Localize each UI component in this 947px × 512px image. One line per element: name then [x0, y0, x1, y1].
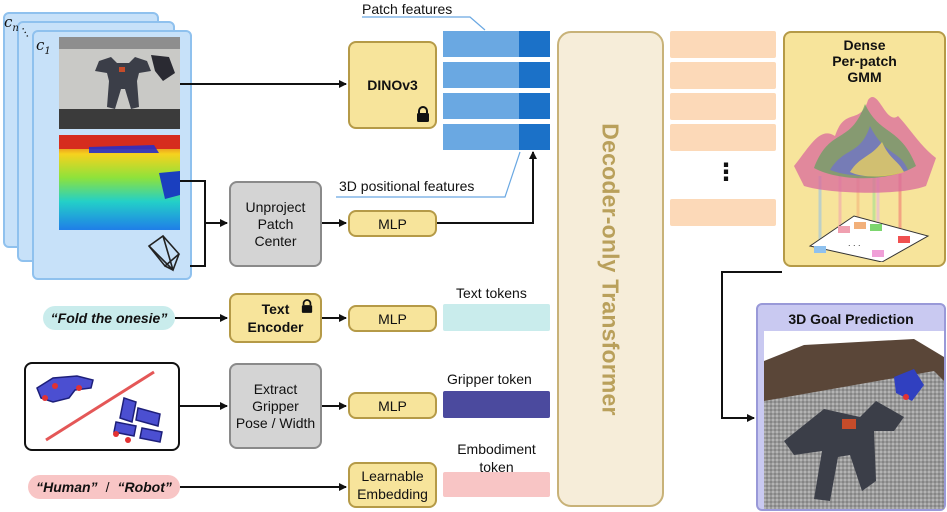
divider-line [45, 370, 155, 442]
mlp-label: MLP [378, 397, 407, 414]
learnable-line-1: Learnable [361, 468, 424, 484]
dino-label: DINOv3 [367, 77, 418, 93]
svg-text:. . .: . . . [848, 238, 861, 248]
robot-gripper-icon [113, 397, 163, 443]
camera-label-c1: c1 [36, 36, 51, 57]
embodiment-robot: “Robot” [117, 479, 172, 495]
gripper-token [443, 391, 550, 418]
text-encoder-box: Text Encoder [229, 293, 322, 343]
embodiment-token-label: Embodiment token [443, 440, 550, 476]
gmm-title-line-2: Per-patch [832, 53, 897, 69]
text-encoder-line-2: Encoder [247, 319, 304, 335]
learnable-line-2: Embedding [357, 486, 428, 502]
embodiment-token-line-1: Embodiment [457, 441, 536, 457]
patch-feature-2 [443, 62, 519, 88]
output-token-5 [670, 199, 776, 226]
embodiment-token-line-2: token [479, 459, 514, 475]
gmm-title-line-1: Dense [843, 37, 886, 53]
unproject-line-1: Unproject [245, 198, 306, 215]
c1-sub: 1 [44, 46, 51, 57]
output-token-3 [670, 93, 776, 120]
rgb-image [59, 37, 180, 129]
lock-icon [417, 106, 429, 122]
patch-position-1 [519, 31, 550, 57]
text-prompt-pill: “Fold the onesie” [43, 306, 175, 330]
transformer-label: Decoder-only Transformer [598, 122, 625, 416]
camera-label-cn: cn [4, 13, 19, 34]
mlp-label: MLP [378, 310, 407, 327]
extract-line-2: Gripper [252, 397, 299, 414]
gmm-title-line-3: GMM [847, 69, 882, 85]
gripper-hand-icon [36, 375, 94, 403]
positional-features-label: 3D positional features [339, 178, 475, 194]
unproject-box: Unproject Patch Center [229, 181, 322, 267]
mlp-box-text: MLP [348, 305, 437, 332]
mlp-box-positional: MLP [348, 210, 437, 237]
patch-feature-4 [443, 124, 519, 150]
patch-position-3 [519, 93, 550, 119]
output-ellipsis: ⋮ [714, 159, 738, 186]
output-token-2 [670, 62, 776, 89]
lock-icon [301, 299, 313, 313]
embodiment-separator: / [105, 479, 110, 495]
learnable-embedding-box: Learnable Embedding [348, 462, 437, 508]
camera-frustum-icon [147, 234, 181, 272]
output-token-1 [670, 31, 776, 58]
patch-features-label: Patch features [362, 1, 453, 17]
mlp-box-gripper: MLP [348, 392, 437, 419]
text-encoder-line-1: Text [261, 301, 290, 317]
transformer-box: Decoder-only Transformer [557, 31, 664, 507]
gmm-visualization: . . . [794, 96, 936, 262]
unproject-line-2: Patch [257, 215, 294, 232]
c1-text: c [36, 36, 45, 54]
text-tokens-label: Text tokens [456, 285, 527, 301]
embodiment-token [443, 472, 550, 497]
extract-line-3: Pose / Width [235, 414, 316, 431]
output-token-4 [670, 124, 776, 151]
goal-prediction-image [764, 331, 944, 509]
patch-feature-1 [443, 31, 519, 57]
goal-title: 3D Goal Prediction [788, 311, 914, 327]
patch-position-2 [519, 62, 550, 88]
gripper-token-label: Gripper token [447, 371, 532, 387]
embodiment-human: “Human” [36, 479, 98, 495]
text-prompt: “Fold the onesie” [50, 310, 168, 326]
patch-position-4 [519, 124, 550, 150]
patch-feature-3 [443, 93, 519, 119]
unproject-line-3: Center [254, 232, 297, 249]
mlp-label: MLP [378, 215, 407, 232]
extract-line-1: Extract [253, 380, 298, 397]
text-token [443, 304, 550, 331]
gmm-title: Dense Per-patch GMM [783, 37, 946, 85]
extract-gripper-box: Extract Gripper Pose / Width [229, 363, 322, 449]
depth-image [59, 135, 180, 230]
cn-sub: n [12, 23, 19, 34]
embodiment-prompt-pill: “Human” / “Robot” [28, 475, 180, 499]
cn-text: c [4, 13, 13, 31]
